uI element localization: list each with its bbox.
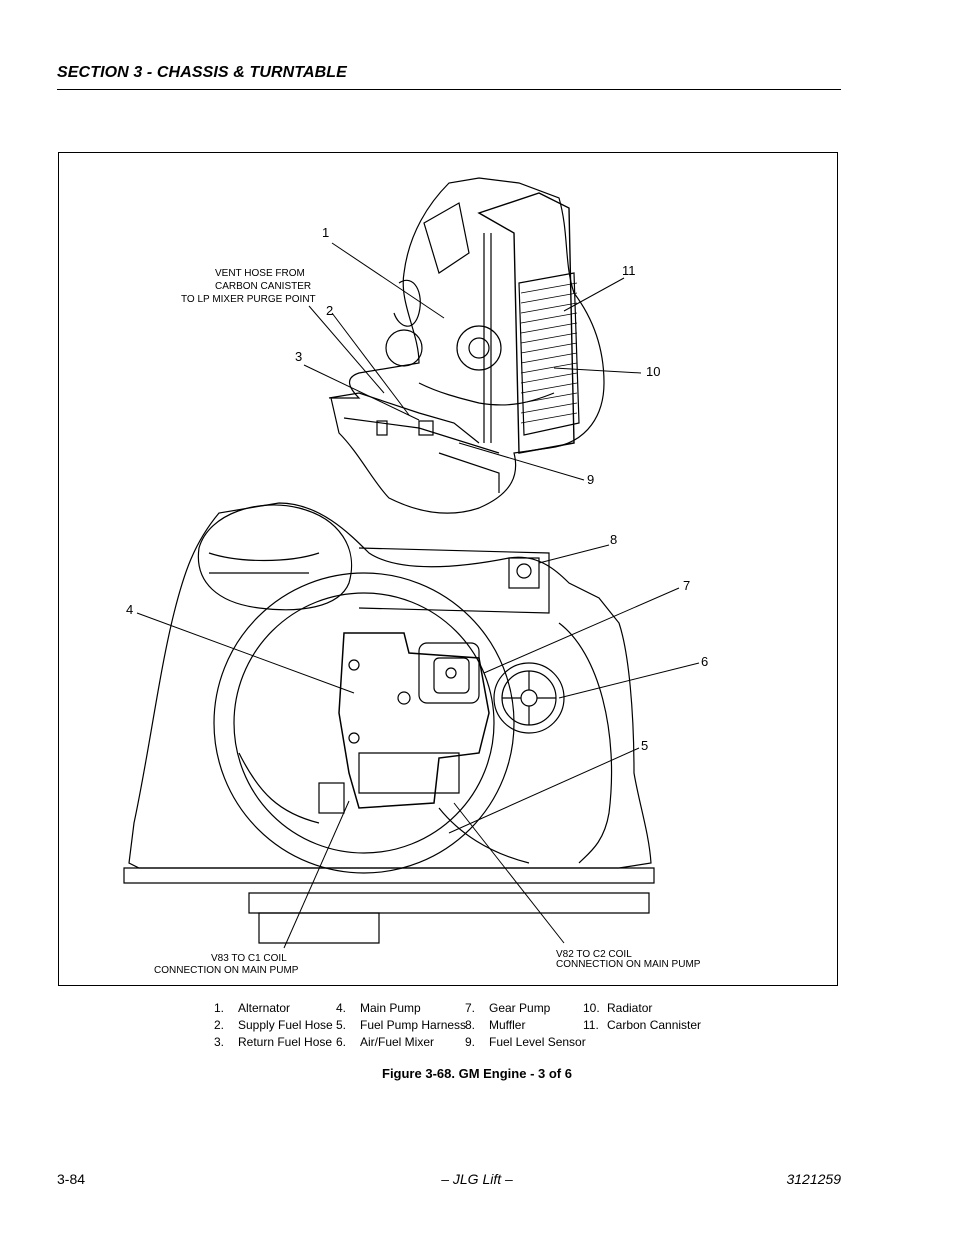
header-rule xyxy=(57,89,841,90)
legend-label: Air/Fuel Mixer xyxy=(360,1035,435,1049)
legend-number: 2. xyxy=(214,1018,225,1032)
legend-label: Gear Pump xyxy=(489,1001,551,1015)
document-number: 3121259 xyxy=(786,1171,841,1187)
legend-number: 6. xyxy=(336,1035,347,1049)
callout-8: 8 xyxy=(610,532,618,547)
note-v83-line-1: V83 TO C1 COIL xyxy=(211,953,287,964)
legend-number: 10. xyxy=(583,1001,600,1015)
callout-5: 5 xyxy=(641,738,649,753)
legend-number: 4. xyxy=(336,1001,347,1015)
callout-6: 6 xyxy=(701,654,709,669)
callout-3: 3 xyxy=(295,349,303,364)
legend-label: Alternator xyxy=(238,1001,291,1015)
legend-number: 11. xyxy=(583,1018,599,1032)
note-vent-hose-line-3: TO LP MIXER PURGE POINT xyxy=(181,294,316,305)
callout-10: 10 xyxy=(646,364,661,379)
legend-label: Fuel Pump Harness xyxy=(360,1018,467,1032)
engine-illustration xyxy=(123,177,700,949)
legend-number: 5. xyxy=(336,1018,347,1032)
note-vent-hose-line-2: CARBON CANISTER xyxy=(215,281,312,292)
page-number: 3-84 xyxy=(57,1171,86,1187)
legend-label: Supply Fuel Hose xyxy=(238,1018,333,1032)
leader-lines xyxy=(136,242,700,949)
note-vent-hose: VENT HOSE FROM CARBON CANISTER xyxy=(215,267,325,293)
footer-brand: – JLG Lift – xyxy=(441,1171,513,1187)
lower-engine-drawing xyxy=(123,502,655,944)
upper-engine-drawing xyxy=(328,177,605,514)
legend-label: Return Fuel Hose xyxy=(238,1035,333,1049)
callout-11: 11 xyxy=(622,263,636,278)
figure-caption: Figure 3-68. GM Engine - 3 of 6 xyxy=(382,1066,572,1081)
note-v82-line-1: V82 TO C2 COIL xyxy=(556,949,632,960)
legend-label: Fuel Level Sensor xyxy=(489,1035,586,1049)
callout-4: 4 xyxy=(126,602,134,617)
legend-number: 1. xyxy=(214,1001,225,1015)
legend-number: 9. xyxy=(465,1035,476,1049)
legend-label: Radiator xyxy=(607,1001,653,1015)
legend-label: Main Pump xyxy=(360,1001,421,1015)
legend-number: 3. xyxy=(214,1035,225,1049)
callout-1: 1 xyxy=(322,225,330,240)
note-vent-hose-line-1: VENT HOSE FROM xyxy=(215,268,305,279)
callout-2: 2 xyxy=(326,303,334,318)
figure-frame: 1 2 3 4 5 6 7 8 9 10 11 VENT HOSE FROM C… xyxy=(58,152,838,986)
note-v82-line-2: CONNECTION ON MAIN PUMP xyxy=(556,959,701,970)
legend-label: Carbon Cannister xyxy=(607,1018,702,1032)
callout-9: 9 xyxy=(587,472,595,487)
note-v83-line-2: CONNECTION ON MAIN PUMP xyxy=(154,965,299,976)
legend-number: 8. xyxy=(465,1018,476,1032)
callout-7: 7 xyxy=(683,578,691,593)
section-title: SECTION 3 - CHASSIS & TURNTABLE xyxy=(57,64,347,81)
legend-label: Muffler xyxy=(489,1018,526,1032)
legend-number: 7. xyxy=(465,1001,476,1015)
